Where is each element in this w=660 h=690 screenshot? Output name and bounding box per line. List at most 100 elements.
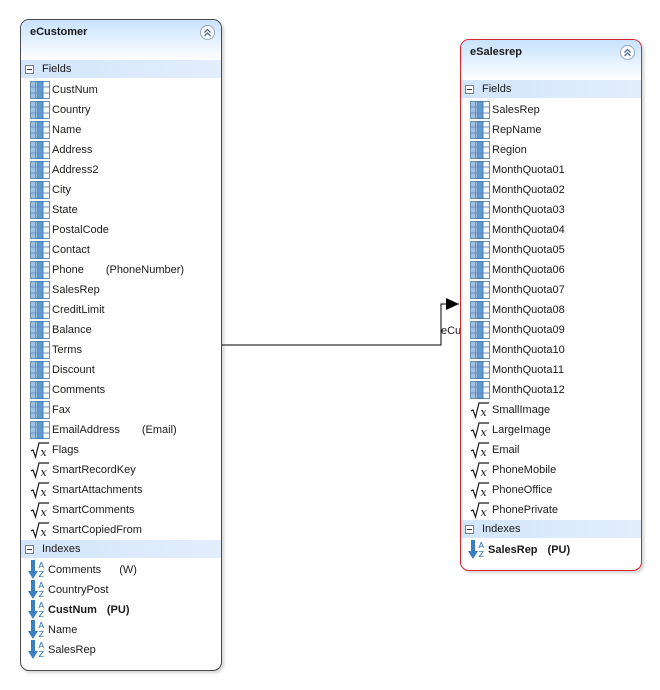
table-field-icon: [30, 401, 50, 419]
fields-section-header[interactable]: Fields: [21, 60, 221, 78]
svg-text:A: A: [479, 541, 485, 550]
field-type: (PhoneNumber): [105, 264, 185, 276]
collapse-chevron-icon[interactable]: [620, 45, 635, 60]
field-row[interactable]: Country: [21, 100, 221, 120]
index-flags: (PU): [547, 544, 571, 556]
field-row[interactable]: SalesRep: [461, 100, 641, 120]
calculated-field-icon: x: [470, 481, 490, 499]
field-row[interactable]: MonthQuota06: [461, 260, 641, 280]
collapse-minus-icon[interactable]: [25, 64, 34, 74]
entity-header[interactable]: eSalesrep: [461, 40, 641, 80]
indexes-section-header[interactable]: Indexes: [461, 520, 641, 538]
svg-text:A: A: [39, 581, 45, 590]
svg-text:Z: Z: [39, 570, 45, 579]
field-row[interactable]: Region: [461, 140, 641, 160]
svg-text:x: x: [481, 466, 488, 479]
field-row[interactable]: MonthQuota03: [461, 200, 641, 220]
table-field-icon: [470, 341, 490, 359]
field-name: SmartCopiedFrom: [52, 524, 142, 536]
field-name: City: [52, 184, 71, 196]
index-name: SalesRep: [48, 644, 96, 656]
table-field-icon: [30, 261, 50, 279]
field-name: MonthQuota09: [492, 324, 565, 336]
table-field-icon: [30, 201, 50, 219]
field-row[interactable]: Terms: [21, 340, 221, 360]
field-row[interactable]: MonthQuota01: [461, 160, 641, 180]
field-row[interactable]: Address2: [21, 160, 221, 180]
field-row[interactable]: EmailAddress(Email): [21, 420, 221, 440]
table-field-icon: [470, 181, 490, 199]
indexes-section-header[interactable]: Indexes: [21, 540, 221, 558]
field-row[interactable]: MonthQuota05: [461, 240, 641, 260]
fields-section-header[interactable]: Fields: [461, 80, 641, 98]
field-row[interactable]: PostalCode: [21, 220, 221, 240]
field-name: Email: [492, 444, 520, 456]
table-field-icon: [30, 121, 50, 139]
field-row[interactable]: MonthQuota04: [461, 220, 641, 240]
field-row[interactable]: x LargeImage: [461, 420, 641, 440]
relation-connector[interactable]: [221, 303, 459, 346]
field-name: MonthQuota04: [492, 224, 565, 236]
field-row[interactable]: Phone(PhoneNumber): [21, 260, 221, 280]
field-name: Address2: [52, 164, 99, 176]
field-row[interactable]: CustNum: [21, 80, 221, 100]
field-row[interactable]: City: [21, 180, 221, 200]
entity-header[interactable]: eCustomer: [21, 20, 221, 60]
field-row[interactable]: Balance: [21, 320, 221, 340]
field-name: MonthQuota01: [492, 164, 565, 176]
table-field-icon: [30, 101, 50, 119]
collapse-chevron-icon[interactable]: [200, 25, 215, 40]
collapse-minus-icon[interactable]: [465, 84, 474, 94]
collapse-minus-icon[interactable]: [25, 544, 34, 554]
collapse-minus-icon[interactable]: [465, 524, 474, 534]
table-field-icon: [470, 101, 490, 119]
field-row[interactable]: Address: [21, 140, 221, 160]
field-row[interactable]: MonthQuota08: [461, 300, 641, 320]
field-row[interactable]: Comments: [21, 380, 221, 400]
field-row[interactable]: SalesRep: [21, 280, 221, 300]
field-name: LargeImage: [492, 424, 551, 436]
field-name: PostalCode: [52, 224, 109, 236]
field-row[interactable]: MonthQuota11: [461, 360, 641, 380]
field-row[interactable]: MonthQuota07: [461, 280, 641, 300]
field-row[interactable]: RepName: [461, 120, 641, 140]
field-name: Fax: [52, 404, 71, 416]
field-row[interactable]: MonthQuota02: [461, 180, 641, 200]
table-field-icon: [470, 261, 490, 279]
svg-text:x: x: [481, 426, 488, 439]
field-row[interactable]: Fax: [21, 400, 221, 420]
field-row[interactable]: State: [21, 200, 221, 220]
table-field-icon: [30, 301, 50, 319]
field-name: CreditLimit: [52, 304, 105, 316]
field-row[interactable]: Name: [21, 120, 221, 140]
field-row[interactable]: MonthQuota09: [461, 320, 641, 340]
field-row[interactable]: Contact: [21, 240, 221, 260]
field-name: SmartRecordKey: [52, 464, 136, 476]
field-row[interactable]: Discount: [21, 360, 221, 380]
table-field-icon: [30, 241, 50, 259]
field-row[interactable]: MonthQuota10: [461, 340, 641, 360]
field-row[interactable]: CreditLimit: [21, 300, 221, 320]
field-row[interactable]: MonthQuota12: [461, 380, 641, 400]
